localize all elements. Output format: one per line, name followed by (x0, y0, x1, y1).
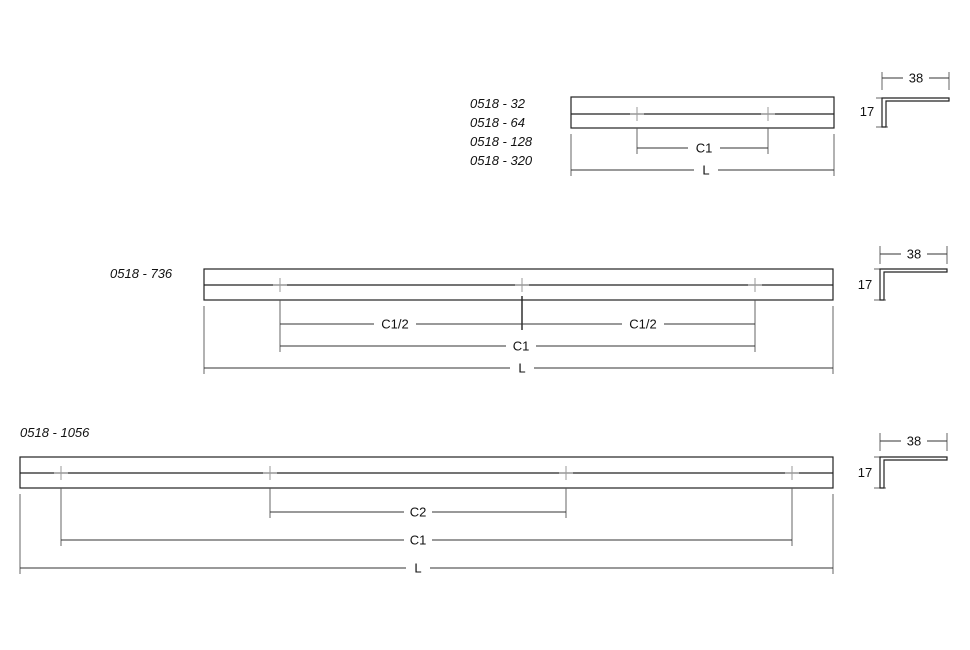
c2-label: C2 (410, 505, 427, 520)
length-dimension: L (570, 134, 835, 178)
fixing-hole-marks (630, 107, 775, 121)
length-label: L (414, 561, 421, 576)
c1-label: C1 (513, 339, 530, 354)
profile-height-label: 17 (858, 277, 872, 292)
handle-bar (570, 96, 835, 129)
handle-group-short: 0518 - 32 0518 - 64 0518 - 128 0518 - 32… (470, 96, 835, 178)
c1-half-left-label: C1/2 (381, 317, 408, 332)
fixing-hole-marks (273, 278, 762, 292)
length-label: L (702, 163, 709, 178)
angle-profile-shape (879, 268, 948, 301)
model-label-320: 0518 - 320 (470, 153, 533, 168)
profile-height-label: 17 (858, 465, 872, 480)
length-dimension: L (203, 306, 834, 376)
c1-label: C1 (410, 533, 427, 548)
c1-half-dimensions: C1/2 C1/2 (279, 296, 756, 352)
handle-group-1056: 0518 - 1056 C2 C1 L (19, 425, 834, 576)
model-label-128: 0518 - 128 (470, 134, 533, 149)
model-label-736: 0518 - 736 (110, 266, 173, 281)
length-dimension: L (19, 494, 834, 576)
profile-section-2: 38 17 (858, 246, 948, 301)
handle-group-736: 0518 - 736 C1/2 C1/2 C1 (110, 266, 834, 376)
profile-height-label: 17 (860, 104, 874, 119)
c1-half-right-label: C1/2 (629, 317, 656, 332)
profile-section-3: 38 17 (858, 433, 948, 489)
profile-width-label: 38 (907, 434, 921, 449)
length-label: L (518, 361, 525, 376)
angle-profile-shape (881, 97, 950, 128)
fixing-hole-marks (54, 466, 799, 480)
c1-dimension: C1 (280, 339, 755, 354)
profile-width-label: 38 (907, 247, 921, 262)
c1-label: C1 (696, 141, 713, 156)
c2-dimension: C2 (269, 488, 567, 520)
profile-section-1: 38 17 (860, 71, 950, 128)
profile-width-label: 38 (909, 71, 923, 86)
model-label-32: 0518 - 32 (470, 96, 526, 111)
model-label-64: 0518 - 64 (470, 115, 525, 130)
c1-dimension: C1 (636, 128, 769, 156)
model-label-1056: 0518 - 1056 (20, 425, 90, 440)
angle-profile-shape (879, 456, 948, 489)
c1-dimension: C1 (60, 488, 793, 548)
